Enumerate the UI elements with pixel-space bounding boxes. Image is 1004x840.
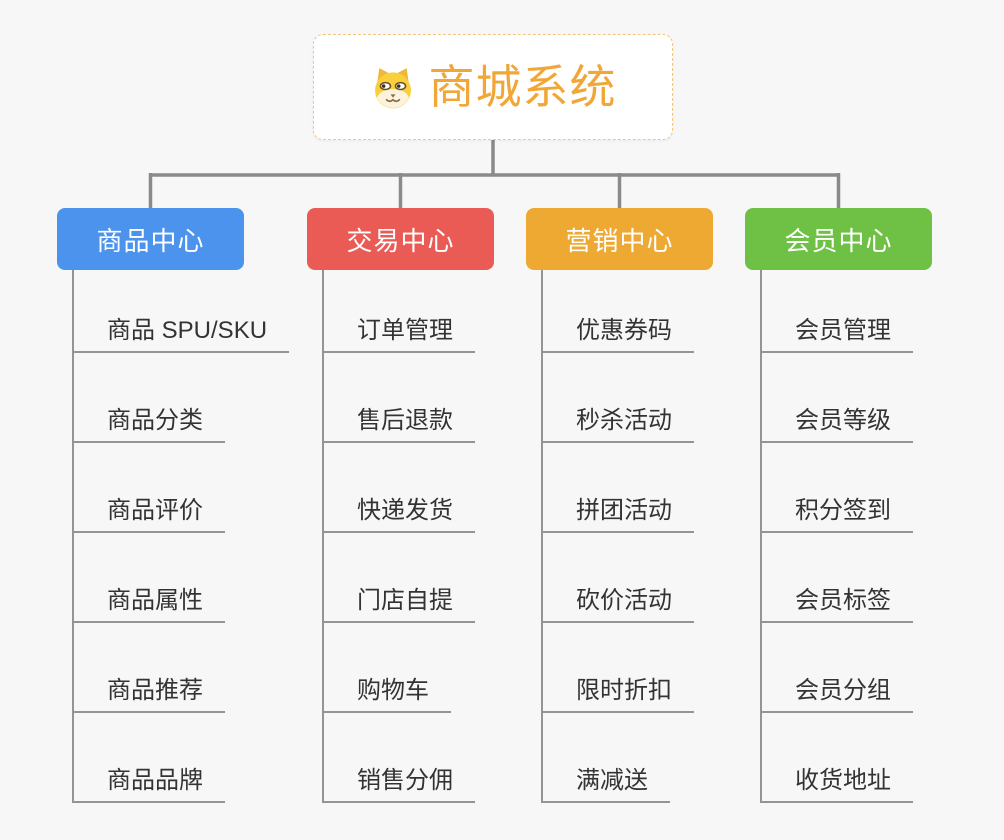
item-label[interactable]: 砍价活动 [543, 589, 694, 623]
item-label[interactable]: 商品推荐 [74, 679, 225, 713]
item-label[interactable]: 会员等级 [762, 409, 913, 443]
branch-column-members: 会员中心 会员管理 会员等级 积分签到 会员标签 会员分组 收货地址 [745, 208, 932, 803]
item-label[interactable]: 售后退款 [324, 409, 475, 443]
item-label[interactable]: 订单管理 [324, 319, 475, 353]
item-label[interactable]: 积分签到 [762, 499, 913, 533]
item-label[interactable]: 商品分类 [74, 409, 225, 443]
branch-column-marketing: 营销中心 优惠券码 秒杀活动 拼团活动 砍价活动 限时折扣 满减送 [526, 208, 713, 803]
rail-drop-lines [148, 173, 841, 210]
item-label[interactable]: 商品品牌 [74, 769, 225, 803]
item-label[interactable]: 快递发货 [324, 499, 475, 533]
item-label[interactable]: 会员分组 [762, 679, 913, 713]
item-label[interactable]: 秒杀活动 [543, 409, 694, 443]
item-label[interactable]: 商品评价 [74, 499, 225, 533]
branch-label: 营销中心 [565, 225, 674, 256]
item-label[interactable]: 销售分佣 [324, 769, 475, 803]
item-label[interactable]: 优惠券码 [543, 319, 694, 353]
item-label[interactable]: 购物车 [324, 679, 451, 713]
branch-node-trade[interactable]: 交易中心 [307, 208, 494, 270]
branch-items: 订单管理 售后退款 快递发货 门店自提 购物车 销售分佣 [322, 270, 475, 803]
item-label[interactable]: 会员标签 [762, 589, 913, 623]
branch-node-members[interactable]: 会员中心 [745, 208, 932, 270]
branch-column-trade: 交易中心 订单管理 售后退款 快递发货 门店自提 购物车 销售分佣 [307, 208, 494, 803]
item-label[interactable]: 限时折扣 [543, 679, 694, 713]
item-label[interactable]: 门店自提 [324, 589, 475, 623]
item-label[interactable]: 收货地址 [762, 769, 913, 803]
item-label[interactable]: 商品 SPU/SKU [74, 319, 290, 353]
branch-node-products[interactable]: 商品中心 [57, 208, 244, 270]
branch-column-products: 商品中心 商品 SPU/SKU 商品分类 商品评价 商品属性 商品推荐 商品品牌 [57, 208, 290, 803]
dog-face-icon [374, 67, 411, 108]
branch-items: 商品 SPU/SKU 商品分类 商品评价 商品属性 商品推荐 商品品牌 [72, 270, 290, 803]
branch-items: 优惠券码 秒杀活动 拼团活动 砍价活动 限时折扣 满减送 [541, 270, 694, 803]
branch-label: 商品中心 [96, 225, 205, 256]
root-title: 商城系统 [428, 61, 617, 113]
branch-label: 交易中心 [346, 225, 455, 256]
branch-items: 会员管理 会员等级 积分签到 会员标签 会员分组 收货地址 [760, 270, 913, 803]
branch-node-marketing[interactable]: 营销中心 [526, 208, 713, 270]
item-label[interactable]: 商品属性 [74, 589, 225, 623]
item-label[interactable]: 拼团活动 [543, 499, 694, 533]
branch-label: 会员中心 [784, 225, 893, 256]
item-label[interactable]: 满减送 [543, 769, 670, 803]
root-node[interactable]: 商城系统 [313, 34, 673, 140]
item-label[interactable]: 会员管理 [762, 319, 913, 353]
